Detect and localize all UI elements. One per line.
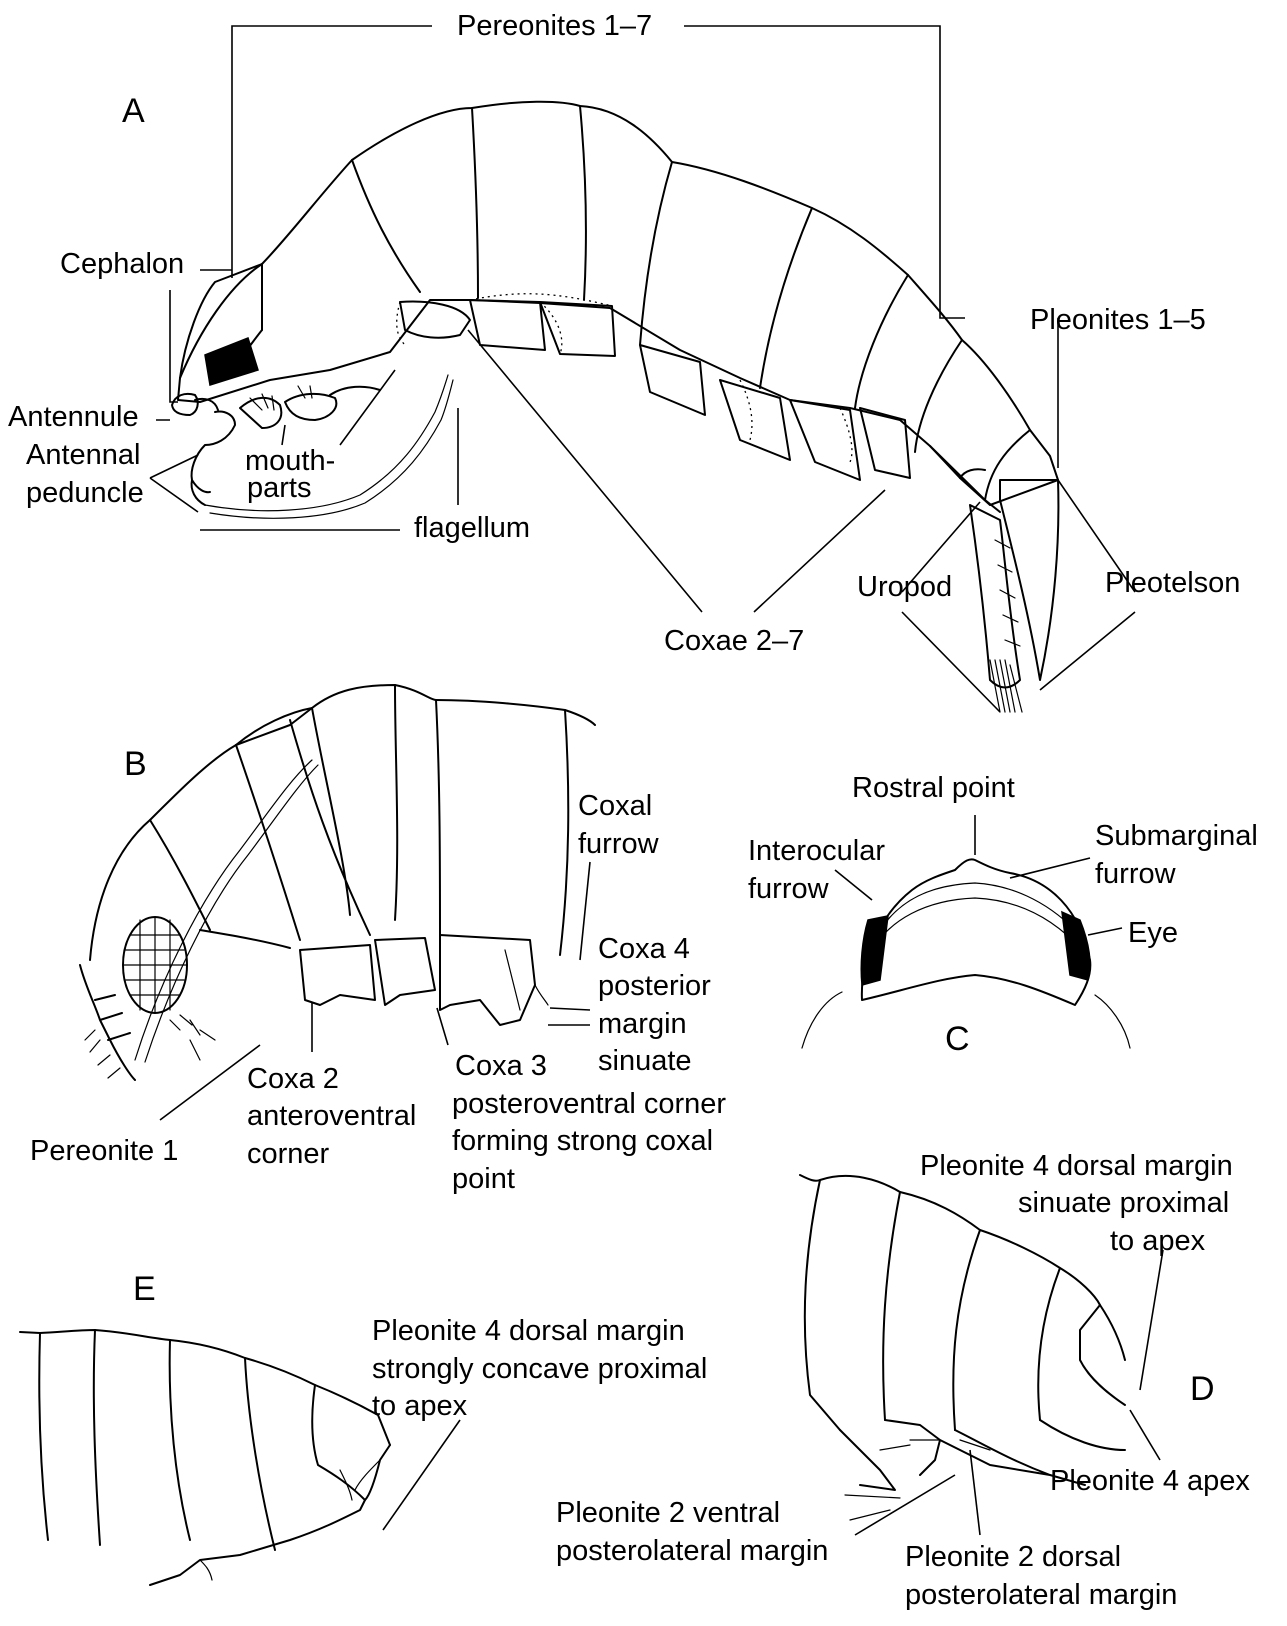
- panel-c-eye-left: [861, 916, 888, 985]
- panel-b: B Coxal furrow Coxa 4 posterior margin s…: [30, 685, 726, 1195]
- panel-d-leader-p2-ventral: [855, 1475, 955, 1535]
- panel-d-leader-p2-dorsal: [970, 1450, 980, 1535]
- panel-c-leader-submarginal: [1010, 858, 1090, 878]
- label-e-p4-dorsal-3: to apex: [372, 1390, 468, 1422]
- panel-b-leader-pereonite1: [160, 1045, 260, 1120]
- panel-b-coxal-furrow-line: [505, 950, 548, 1010]
- panel-e-segment-lines: [39, 1330, 365, 1550]
- panel-b-leader-coxa3: [437, 1008, 448, 1045]
- label-coxa4-1: Coxa 4: [598, 933, 690, 965]
- label-d-p4-dorsal-3: to apex: [1110, 1225, 1206, 1257]
- panel-a-pleotelson: [1000, 480, 1058, 680]
- label-pereonite1: Pereonite 1: [30, 1135, 178, 1167]
- label-d-p2-dorsal-1: Pleonite 2 dorsal: [905, 1541, 1121, 1573]
- panel-e-ventral-lines: [200, 1460, 380, 1580]
- label-pereonites: Pereonites 1–7: [457, 10, 652, 42]
- panel-d-leader-p4-apex: [1130, 1410, 1160, 1460]
- panel-e-leader-p4: [383, 1420, 460, 1530]
- label-interocular-1: Interocular: [748, 835, 885, 867]
- label-pleonites: Pleonites 1–5: [1030, 304, 1206, 336]
- label-rostral-point: Rostral point: [852, 772, 1015, 804]
- label-coxa4-3: margin: [598, 1008, 687, 1040]
- panel-a-leader-coxae: [468, 330, 885, 612]
- panel-a-dotted-coxa-lines: [397, 294, 852, 462]
- label-coxa2-3: corner: [247, 1138, 330, 1170]
- label-d-p2-ventral-2: posterolateral margin: [556, 1535, 828, 1567]
- panel-e-ventral: [150, 1445, 390, 1585]
- panel-b-pereonite1: [150, 708, 312, 948]
- label-coxa4-4: sinuate: [598, 1045, 692, 1077]
- label-coxa4-2: posterior: [598, 970, 711, 1002]
- panel-c-leader-eye: [1088, 928, 1122, 935]
- panel-b-leader-coxa4: [548, 1008, 590, 1025]
- panel-b-compound-eye: [123, 917, 187, 1013]
- panel-d-ventral-lines: [845, 1440, 990, 1520]
- panel-b-antennule: [80, 965, 135, 1080]
- label-d-p2-dorsal-2: posterolateral margin: [905, 1579, 1177, 1611]
- panel-e-letter: E: [133, 1270, 156, 1308]
- label-eye: Eye: [1128, 917, 1178, 949]
- panel-e-dorsal-outline: [20, 1330, 390, 1445]
- label-coxa3-4: point: [452, 1163, 515, 1195]
- panel-a-coxae: [400, 300, 910, 480]
- panel-a-leader-mouthparts: [282, 370, 395, 445]
- label-interocular-2: furrow: [748, 873, 830, 905]
- panel-c-head-outline: [862, 859, 1090, 1005]
- label-pleotelson: Pleotelson: [1105, 567, 1240, 599]
- panel-b-coxae: [300, 935, 535, 1025]
- label-d-p4-apex: Pleonite 4 apex: [1050, 1465, 1250, 1497]
- label-coxal-furrow-2: furrow: [578, 828, 660, 860]
- panel-c: C Rostral point Interocular furrow Subma…: [748, 772, 1258, 1058]
- label-submarginal-2: furrow: [1095, 858, 1177, 890]
- panel-a-mouthparts: [240, 387, 380, 428]
- panel-a-antennule: [172, 394, 218, 415]
- label-coxa3-2: posteroventral corner: [452, 1088, 726, 1120]
- panel-b-leader-coxal-furrow: [580, 862, 590, 960]
- panel-c-letter: C: [945, 1020, 970, 1058]
- panel-a: A: [8, 10, 1240, 712]
- label-e-p4-dorsal-1: Pleonite 4 dorsal margin: [372, 1315, 685, 1347]
- label-submarginal-1: Submarginal: [1095, 820, 1258, 852]
- panel-a-segment-lines: [262, 106, 1030, 500]
- label-uropod: Uropod: [857, 571, 952, 603]
- panel-a-eye: [205, 338, 258, 385]
- label-d-p4-dorsal-1: Pleonite 4 dorsal margin: [920, 1150, 1233, 1182]
- panel-a-letter: A: [122, 92, 145, 130]
- label-antennal-peduncle-1: Antennal: [26, 439, 141, 471]
- label-antennule: Antennule: [8, 401, 139, 433]
- label-mouthparts-2: parts: [247, 472, 311, 504]
- panel-a-antennal-peduncle: [192, 412, 235, 505]
- label-coxa3-3: forming strong coxal: [452, 1125, 713, 1157]
- label-d-p4-dorsal-2: sinuate proximal: [1018, 1187, 1229, 1219]
- label-coxa2-1: Coxa 2: [247, 1063, 339, 1095]
- panel-a-dorsal-outline: [180, 102, 1058, 480]
- panel-b-letter: B: [124, 745, 147, 783]
- label-coxal-furrow-1: Coxal: [578, 790, 652, 822]
- panel-c-submarginal-furrow: [880, 883, 1075, 930]
- panel-d-letter: D: [1190, 1370, 1215, 1408]
- label-e-p4-dorsal-2: strongly concave proximal: [372, 1353, 707, 1385]
- label-d-p2-ventral-1: Pleonite 2 ventral: [556, 1497, 780, 1529]
- panel-c-interocular-furrow: [872, 898, 1082, 950]
- label-coxa2-2: anteroventral: [247, 1100, 416, 1132]
- label-coxae: Coxae 2–7: [664, 625, 804, 657]
- label-coxa3-1: Coxa 3: [455, 1050, 547, 1082]
- panel-a-pleon: [930, 446, 1000, 512]
- label-antennal-peduncle-2: peduncle: [26, 477, 144, 509]
- panel-d-leader-p4-dorsal: [1140, 1250, 1163, 1390]
- panel-a-leader-uropod: [902, 502, 1000, 712]
- label-flagellum: flagellum: [414, 512, 530, 544]
- panel-c-eye-right: [1062, 912, 1090, 980]
- label-cephalon: Cephalon: [60, 248, 184, 280]
- panel-c-leader-interocular: [835, 870, 872, 900]
